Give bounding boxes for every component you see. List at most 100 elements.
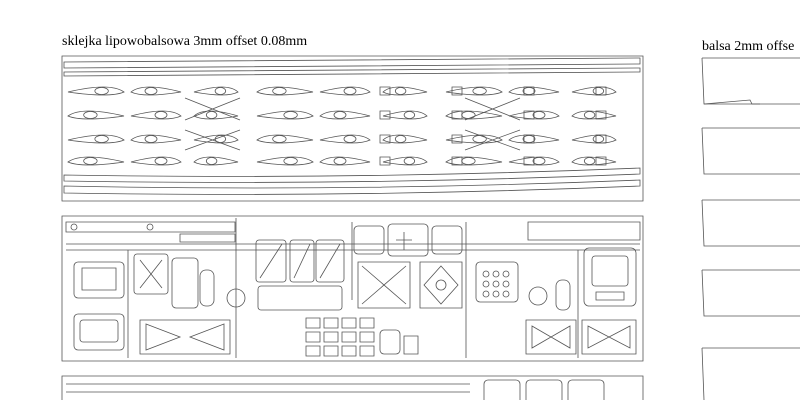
small-strip [180, 234, 235, 242]
wing-rib [194, 135, 238, 143]
rib-lightening-hole [395, 88, 406, 95]
fuselage-panel-border [62, 216, 643, 361]
frame [584, 248, 636, 306]
x-frame [358, 262, 410, 308]
rib-lightening-hole [533, 112, 545, 119]
rib-panel-border [62, 56, 643, 201]
spar-strip-top [64, 58, 640, 68]
rib-lightening-hole [473, 136, 486, 143]
bulkhead [74, 262, 124, 298]
rib-lightening-hole [593, 136, 604, 143]
frame-window [592, 256, 628, 286]
rib-lightening-hole [462, 112, 475, 119]
wing-rib [131, 111, 181, 119]
rib-lightening-hole [155, 158, 167, 165]
bowtie-frame [582, 320, 636, 354]
slot-part [200, 270, 214, 306]
frame-slot [596, 292, 624, 300]
plate-mark [396, 232, 412, 250]
x-bulkheads [256, 240, 344, 310]
wing-rib [383, 135, 427, 143]
third-panel-border [62, 376, 643, 400]
rib-tab [452, 157, 462, 165]
hole [71, 224, 77, 230]
divider [128, 218, 578, 358]
rib-tab [524, 157, 534, 165]
hole [436, 280, 446, 290]
third-panel [62, 376, 643, 400]
plywood-sheet-label: sklejka lipowobalsowa 3mm offset 0.08mm [62, 34, 308, 49]
wing-rib [68, 157, 124, 165]
rib-lightening-hole [95, 88, 108, 95]
rib-tab [380, 135, 390, 143]
rib-lightening-hole [462, 158, 475, 165]
wing-rib [131, 87, 181, 95]
wing-rib [572, 87, 616, 95]
rib-lightening-hole [344, 88, 356, 95]
bulkhead-window [82, 268, 116, 290]
rib-brace [185, 98, 240, 150]
rib-tab [452, 135, 462, 143]
wing-rib [509, 157, 559, 165]
rib-tab [524, 87, 534, 95]
wing-rib [257, 87, 313, 95]
rib-tab [596, 135, 606, 143]
former [134, 254, 168, 294]
wing-rib [194, 87, 238, 95]
rib-lightening-hole [84, 158, 97, 165]
rib-lightening-hole [95, 136, 108, 143]
wing-rib [446, 157, 502, 165]
balsa-sheet-2 [702, 128, 800, 174]
fuselage-panel [62, 216, 643, 361]
wing-rib [320, 111, 370, 119]
rib-lightening-hole [334, 112, 346, 119]
rib-lightening-hole [145, 88, 157, 95]
rib-lightening-hole [584, 112, 595, 119]
wing-rib [320, 135, 370, 143]
wing-rib [383, 111, 427, 119]
round-part [529, 287, 547, 305]
rib-panel [62, 56, 643, 201]
strip [66, 384, 470, 392]
wing-rib [68, 135, 124, 143]
rib-rows [68, 87, 616, 165]
wing-rib [194, 111, 238, 119]
bowtie-frame [140, 320, 230, 354]
rib-lightening-hole [273, 136, 286, 143]
rib-lightening-hole [404, 158, 415, 165]
socket-holes [483, 271, 509, 297]
top-strip [66, 222, 235, 232]
wing-rib [383, 87, 427, 95]
wing-rib [68, 87, 124, 95]
wing-rib [509, 87, 559, 95]
balsa-notch [704, 100, 760, 104]
wing-rib [320, 87, 370, 95]
wing-rib [572, 157, 616, 165]
plate [526, 380, 562, 400]
rib-tab [596, 111, 606, 119]
wing-rib [572, 111, 616, 119]
rib-lightening-hole [533, 158, 545, 165]
rib-tab [380, 111, 390, 119]
wing-rib [68, 111, 124, 119]
balsa-sheet-3 [702, 200, 800, 246]
rib-lightening-hole [523, 136, 535, 143]
wing-rib [194, 157, 238, 165]
wing-rib [131, 135, 181, 143]
slot-part [556, 280, 570, 310]
wing-rib [383, 157, 427, 165]
rib-tab [380, 87, 390, 95]
rib-lightening-hole [404, 112, 415, 119]
rib-lightening-hole [215, 88, 226, 95]
wing-rib [257, 157, 313, 165]
wing-rib [131, 157, 181, 165]
wing-rib [446, 111, 502, 119]
plate [484, 380, 520, 400]
wing-rib [320, 157, 370, 165]
hole [147, 224, 153, 230]
diamond-frame [420, 262, 462, 308]
wing-rib [257, 111, 313, 119]
rib-tab [596, 157, 606, 165]
wing-rib [446, 135, 502, 143]
